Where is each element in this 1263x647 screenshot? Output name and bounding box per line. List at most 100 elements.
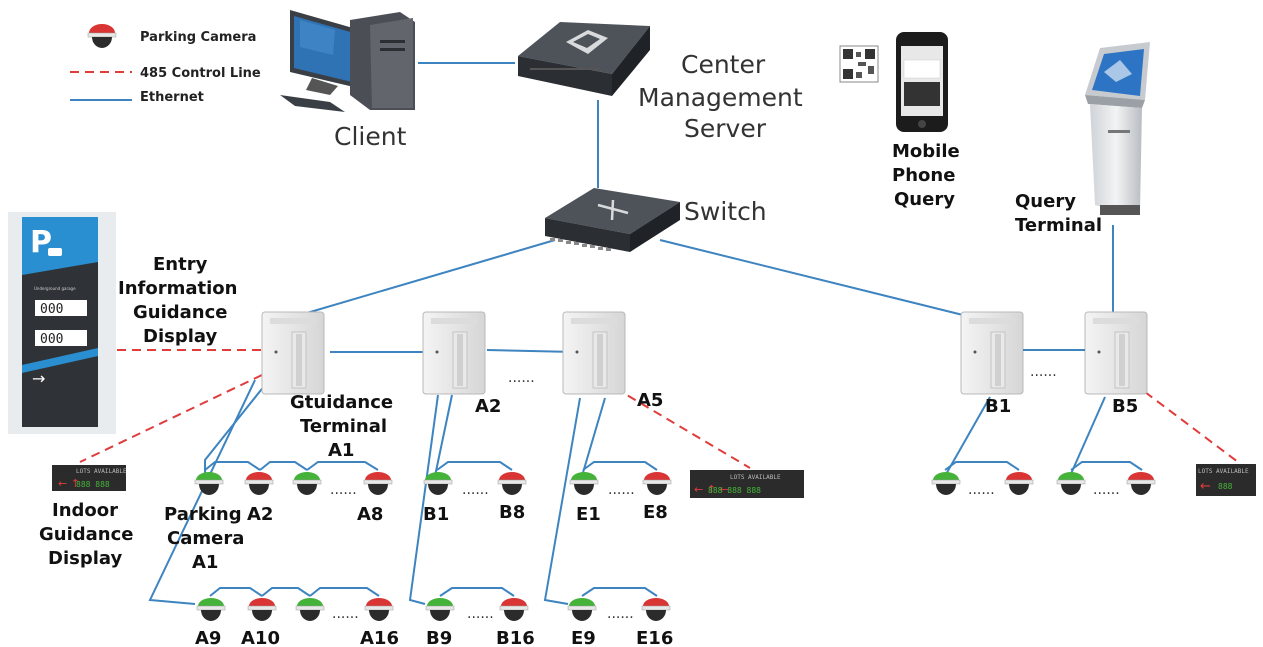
svg-text:LOTS AVAILABLE: LOTS AVAILABLE [1198, 468, 1249, 475]
mobile-label-line3: Query [894, 189, 955, 210]
mobile-phone-icon [896, 32, 948, 132]
svg-text:888 888: 888 888 [76, 480, 110, 489]
terminal-a2-label: A2 [475, 396, 501, 417]
cam-a1-label-line3: A1 [192, 552, 218, 573]
legend-control-label: 485 Control Line [140, 66, 261, 81]
mobile-label-line2: Phone [892, 165, 955, 186]
camera-a16 [364, 597, 394, 622]
led-display-a5: LOTS AVAILABLE ← ↑ ← 888 888 888 [690, 470, 804, 498]
legend: Parking Camera 485 Control Line Ethernet [70, 24, 261, 105]
cam-dots-e: ...... [608, 482, 635, 498]
svg-text:← ↑: ← ↑ [58, 477, 80, 490]
cam-dots-a2: ...... [332, 606, 359, 622]
svg-text:888: 888 [1218, 482, 1233, 491]
legend-ethernet-label: Ethernet [140, 90, 204, 105]
cam-dots-b1: ...... [968, 482, 995, 498]
cam-dots-b2: ...... [467, 606, 494, 622]
query-label-line2: Terminal [1015, 215, 1102, 236]
terminal-ellipsis-1: ...... [508, 370, 535, 386]
svg-text:888 888 888: 888 888 888 [708, 486, 761, 495]
entry-label-line3: Guidance [133, 302, 227, 323]
terminal-b1-label: B1 [985, 396, 1011, 417]
sign-subtitle: Underground garage [34, 286, 76, 291]
guidance-terminal-b1 [960, 311, 1024, 395]
cam-a1-label-line1: Parking [164, 504, 242, 525]
cam-a1-label-line2: Camera [167, 528, 244, 549]
cam-dots-e2: ...... [607, 606, 634, 622]
camera-b16 [499, 597, 529, 622]
cam-b1-label: B1 [423, 504, 449, 525]
camera-a11 [295, 597, 325, 622]
entry-label-line4: Display [143, 326, 217, 347]
camera-b5-last [1126, 471, 1156, 496]
cam-dots-a: ...... [330, 482, 357, 498]
terminal-a5-label: A5 [637, 390, 663, 411]
guidance-terminal-a2 [422, 311, 486, 395]
terminal-a1-label-line1: Gtuidance [290, 392, 393, 413]
indoor-guidance-display: LOTS AVAILABLE ← ↑ 888 888 [52, 465, 127, 491]
guidance-terminal-a5 [562, 311, 626, 395]
server-label-line3: Server [684, 114, 767, 143]
camera-e8 [642, 471, 672, 496]
svg-text:← ↑ ←: ← ↑ ← [694, 483, 729, 496]
query-label-line1: Query [1015, 191, 1076, 212]
svg-text:LOTS AVAILABLE: LOTS AVAILABLE [730, 474, 781, 481]
cam-e8-label: E8 [643, 502, 668, 523]
cam-a2-label: A2 [247, 504, 273, 525]
cam-a8-label: A8 [357, 504, 383, 525]
cam-e16-label: E16 [636, 628, 673, 647]
camera-b8 [497, 471, 527, 496]
legend-camera-icon [87, 24, 117, 48]
cam-a9-label: A9 [195, 628, 221, 647]
sign-parking-letter: P [30, 225, 52, 260]
query-kiosk-icon [1085, 42, 1150, 215]
terminal-a1-label-line2: Terminal [300, 416, 387, 437]
server-label-line1: Center [681, 50, 766, 79]
guidance-terminal-a1 [261, 311, 325, 395]
cam-a10-label: A10 [241, 628, 280, 647]
indoor-label-line3: Display [48, 548, 122, 569]
server-label-line2: Management [638, 83, 803, 112]
server-icon [518, 22, 650, 96]
client-computer-icon [280, 10, 415, 112]
switch-label: Switch [684, 197, 767, 226]
svg-text:←: ← [1200, 479, 1211, 494]
cam-e9-label: E9 [571, 628, 596, 647]
camera-b5-first [1056, 471, 1086, 496]
sign-counter-2: 000 [40, 332, 63, 347]
cam-b16-label: B16 [496, 628, 535, 647]
control-lines [79, 349, 1239, 469]
cam-a16-label: A16 [360, 628, 399, 647]
camera-b1 [423, 471, 453, 496]
camera-e9 [567, 597, 597, 622]
entry-guidance-sign: P Underground garage 000 000 → [8, 212, 116, 434]
indoor-label-line2: Guidance [39, 524, 133, 545]
camera-b9 [425, 597, 455, 622]
cam-dots-b5: ...... [1093, 482, 1120, 498]
camera-a1 [194, 471, 224, 496]
camera-b-last [1004, 471, 1034, 496]
cam-b9-label: B9 [426, 628, 452, 647]
camera-a2 [244, 471, 274, 496]
camera-e16 [641, 597, 671, 622]
terminal-a1-label-line3: A1 [328, 440, 354, 461]
entry-label-line2: Information [118, 278, 237, 299]
camera-a10 [247, 597, 277, 622]
cam-b8-label: B8 [499, 502, 525, 523]
cam-e1-label: E1 [576, 504, 601, 525]
svg-text:LOTS AVAILABLE: LOTS AVAILABLE [76, 468, 127, 475]
camera-a9 [196, 597, 226, 622]
sign-counter-1: 000 [40, 302, 63, 317]
qr-code-icon [839, 45, 879, 83]
mobile-label-line1: Mobile [892, 141, 960, 162]
guidance-terminal-b5 [1084, 311, 1148, 395]
camera-a8 [363, 471, 393, 496]
ethernet-lines [148, 62, 1143, 605]
entry-label-line1: Entry [153, 254, 208, 275]
camera-a3 [292, 471, 322, 496]
sign-arrow-icon: → [32, 369, 45, 388]
client-label: Client [334, 122, 407, 151]
indoor-label-line1: Indoor [52, 500, 118, 521]
camera-e1 [569, 471, 599, 496]
